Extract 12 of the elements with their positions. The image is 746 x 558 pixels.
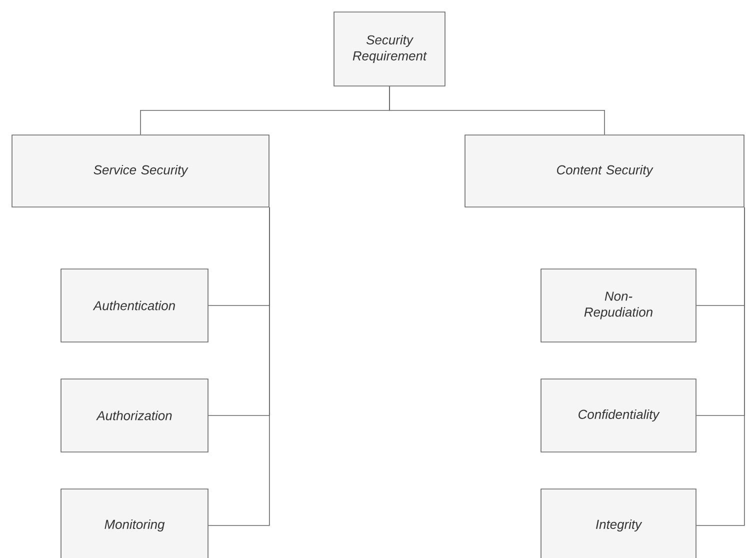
- item-box: Authorization: [60, 378, 208, 452]
- item-box: Authentication: [60, 268, 208, 342]
- connector-line: [389, 86, 605, 135]
- root-box: Security Requirement: [334, 12, 446, 86]
- item-box: Non-Repudiation: [540, 268, 696, 342]
- item-box: Integrity: [540, 488, 696, 558]
- item-box: Monitoring: [60, 488, 208, 558]
- category-box: Service Security: [12, 134, 270, 208]
- connector-line: [696, 207, 745, 526]
- connector-line: [208, 207, 270, 526]
- category-box: Content Security: [464, 134, 744, 208]
- item-box: Confidentiality: [540, 378, 696, 452]
